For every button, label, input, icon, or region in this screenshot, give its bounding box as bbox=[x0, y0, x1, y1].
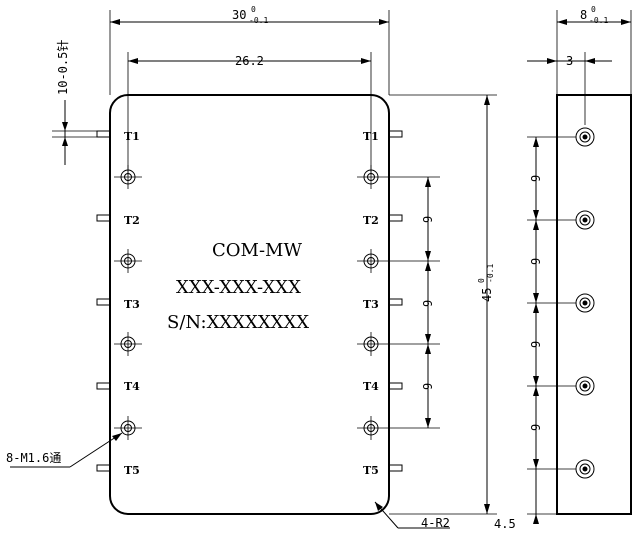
pin-label-right-5: T5 bbox=[363, 464, 379, 477]
dim-pitch-side: 9 9 9 9 bbox=[527, 136, 576, 524]
serial-number: S/N:XXXXXXXX bbox=[167, 312, 309, 333]
pin-label-right-3: T3 bbox=[363, 298, 379, 311]
svg-text:3: 3 bbox=[566, 54, 573, 68]
svg-text:-0.1: -0.1 bbox=[249, 16, 268, 25]
pin-label-left-4: T4 bbox=[124, 380, 140, 393]
pin-label-right-2: T2 bbox=[363, 214, 379, 227]
svg-text:26.2: 26.2 bbox=[235, 54, 264, 68]
svg-text:-0.1: -0.1 bbox=[486, 264, 495, 283]
pin-label-right-1: T1 bbox=[363, 130, 379, 143]
pin-label-left-2: T2 bbox=[124, 214, 140, 227]
mounting-holes-front bbox=[114, 165, 385, 440]
pin-label-left-3: T3 bbox=[124, 298, 140, 311]
svg-text:30: 30 bbox=[232, 8, 246, 22]
module-body-front bbox=[109, 94, 390, 515]
pins-right bbox=[388, 130, 403, 472]
module-body-side bbox=[556, 94, 632, 515]
dim-width-total: 30 0 -0.1 bbox=[110, 5, 389, 25]
svg-text:9: 9 bbox=[421, 216, 435, 223]
thread-callout: 8-M1.6通 bbox=[6, 432, 123, 468]
svg-text:9: 9 bbox=[529, 424, 543, 431]
svg-text:8: 8 bbox=[580, 8, 587, 22]
dim-bottom-offset: 4.5 bbox=[494, 517, 516, 531]
svg-text:45: 45 bbox=[480, 288, 494, 302]
svg-text:9: 9 bbox=[529, 175, 543, 182]
model-code: XXX-XXX-XXX bbox=[176, 277, 301, 298]
dim-depth-offset: 3 bbox=[527, 52, 612, 125]
pins-left bbox=[96, 130, 111, 472]
svg-text:0: 0 bbox=[477, 278, 486, 283]
dim-width-inner: 26.2 bbox=[128, 54, 371, 68]
svg-text:0: 0 bbox=[591, 5, 596, 14]
svg-text:8-M1.6通: 8-M1.6通 bbox=[6, 451, 61, 465]
product-name: COM-MW bbox=[212, 240, 302, 261]
svg-text:9: 9 bbox=[421, 300, 435, 307]
svg-text:4-R2: 4-R2 bbox=[421, 516, 450, 530]
radius-callout: 4-R2 bbox=[374, 501, 450, 530]
svg-text:-0.1: -0.1 bbox=[589, 16, 608, 25]
svg-text:10-0.5针: 10-0.5针 bbox=[55, 40, 70, 95]
svg-text:9: 9 bbox=[529, 341, 543, 348]
pin-label-right-4: T4 bbox=[363, 380, 379, 393]
dim-height-total: 45 0 -0.1 bbox=[389, 94, 497, 515]
dim-depth-total: 8 0 -0.1 bbox=[556, 5, 632, 95]
svg-text:9: 9 bbox=[421, 383, 435, 390]
mounting-holes-side bbox=[575, 127, 595, 479]
pin-label-left-1: T1 bbox=[124, 130, 140, 143]
pin-label-left-5: T5 bbox=[124, 464, 140, 477]
dim-pitch-right: 9 9 9 bbox=[385, 176, 440, 429]
svg-text:9: 9 bbox=[529, 258, 543, 265]
svg-text:0: 0 bbox=[251, 5, 256, 14]
dim-pin-size: 10-0.5针 bbox=[52, 40, 100, 165]
